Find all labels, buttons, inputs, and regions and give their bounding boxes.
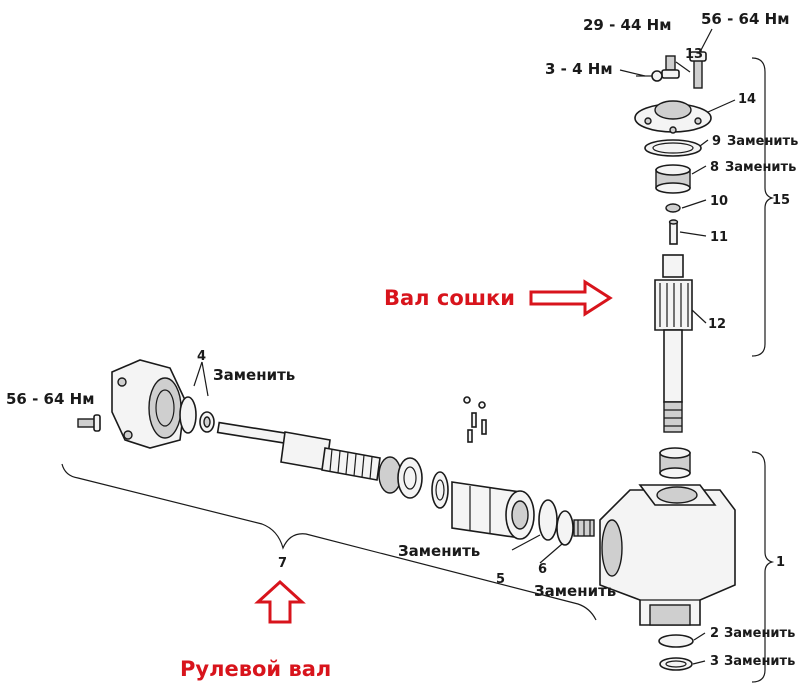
steering-shaft-title: Рулевой вал: [180, 657, 331, 681]
sector-shaft-group: [619, 28, 775, 433]
number-9: 9: [712, 134, 721, 149]
adjust-screw-11: [668, 219, 679, 245]
worm-bearing: [378, 456, 449, 509]
side-cover-14: [634, 100, 712, 134]
number-14: 14: [738, 92, 756, 107]
arrow-right-icon: [529, 279, 613, 317]
replace-9: Заменить: [727, 134, 798, 149]
bracket-1: [751, 451, 775, 683]
torque-left-label: 56 - 64 Нм: [6, 390, 94, 408]
bracket-7: [61, 463, 597, 621]
number-2: 2: [710, 626, 719, 641]
bolt-13: [661, 55, 680, 79]
ball-nut-piston: [451, 481, 535, 540]
number-1: 1: [776, 555, 785, 570]
number-5: 5: [496, 572, 505, 587]
torque-13-label: 29 - 44 Нм: [583, 16, 671, 34]
replace-2: Заменить: [724, 626, 795, 641]
seal-ring-6: [556, 510, 574, 546]
bolt-top-right: [689, 51, 707, 89]
number-7: 7: [278, 556, 287, 571]
steering-gear-housing-1: [599, 484, 736, 626]
screw-small: [636, 70, 663, 82]
valve-housing-4: [111, 359, 215, 449]
replace-4: Заменить: [213, 366, 295, 384]
number-12: 12: [708, 317, 726, 332]
number-15: 15: [772, 193, 790, 208]
ring-3: [659, 657, 693, 671]
seal-2: [658, 634, 694, 648]
sector-shaft-title: Вал сошки: [384, 286, 515, 310]
small-pins: [463, 396, 487, 443]
bearing-8: [655, 164, 691, 194]
number-13: 13: [685, 47, 703, 62]
bracket-15: [751, 57, 775, 357]
bearing-lower: [659, 447, 691, 479]
number-3: 3: [710, 654, 719, 669]
arrow-up-icon: [254, 579, 306, 624]
seal-ring-5: [538, 499, 558, 541]
steering-worm-shaft: [216, 421, 381, 481]
number-11: 11: [710, 230, 728, 245]
washer-10: [665, 203, 681, 213]
replace-8: Заменить: [725, 160, 796, 175]
bolt-left: [77, 414, 101, 432]
number-8: 8: [710, 160, 719, 175]
sector-shaft-12: [654, 254, 693, 433]
number-10: 10: [710, 194, 728, 209]
replace-5: Заменить: [398, 542, 480, 560]
number-6: 6: [538, 562, 547, 577]
replace-6: Заменить: [534, 582, 616, 600]
torque-small-label: 3 - 4 Нм: [545, 60, 613, 78]
number-4: 4: [197, 349, 206, 364]
plug-spring: [573, 519, 595, 537]
torque-top-right-label: 56 - 64 Нм: [701, 10, 789, 28]
replace-3: Заменить: [724, 654, 795, 669]
